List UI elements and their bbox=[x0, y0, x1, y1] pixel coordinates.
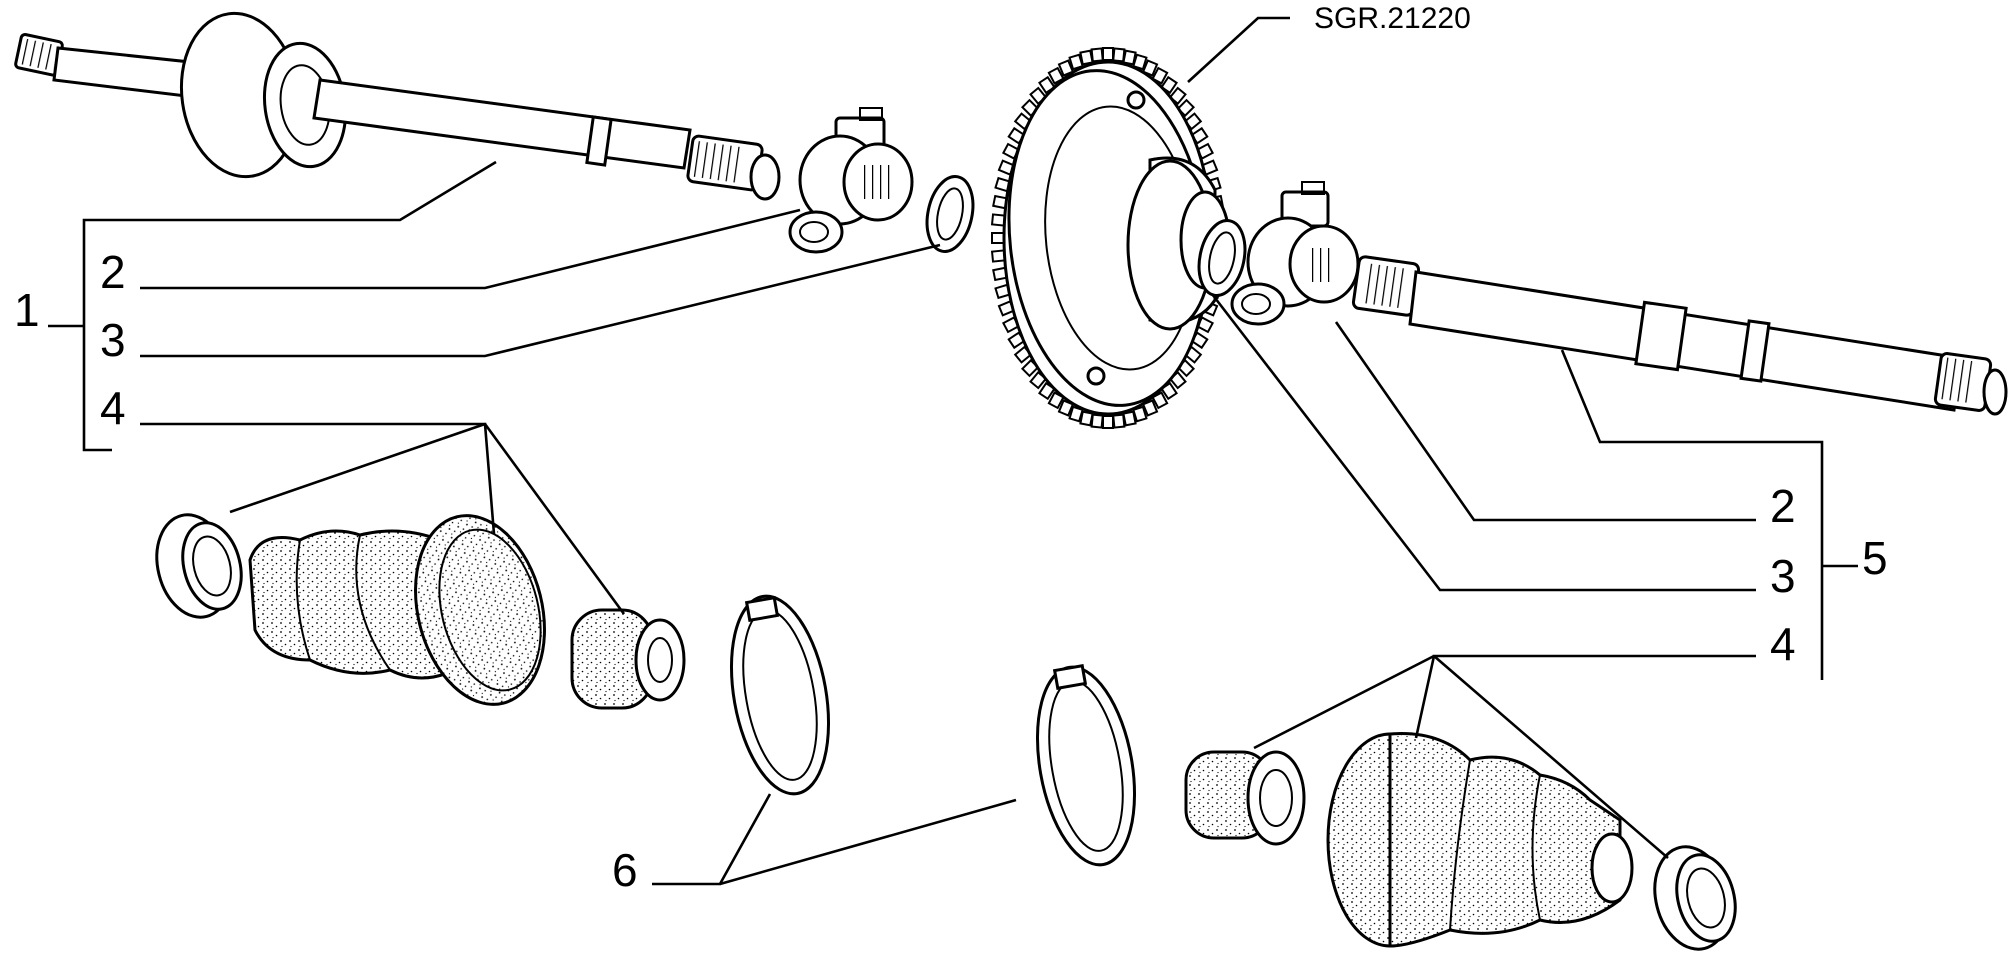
gear-tooth bbox=[1068, 53, 1084, 71]
gear-tooth bbox=[1057, 399, 1075, 417]
gear-tooth bbox=[1132, 405, 1148, 423]
gear-tooth bbox=[991, 232, 1005, 244]
gear-tooth bbox=[1090, 47, 1104, 63]
left-boot-clamp-band bbox=[729, 594, 831, 796]
callout-left-3: 3 bbox=[100, 314, 126, 366]
gear-tooth bbox=[1090, 413, 1104, 429]
differential-crown-gear bbox=[990, 47, 1231, 429]
gear-tooth bbox=[1102, 47, 1114, 61]
right-large-boot bbox=[1326, 732, 1634, 948]
gear-tooth bbox=[1079, 49, 1094, 66]
left-large-boot bbox=[248, 514, 546, 706]
gear-tooth bbox=[1079, 410, 1094, 427]
gear-tooth bbox=[1122, 410, 1137, 427]
left-drive-shaft bbox=[14, 11, 781, 201]
gear-tooth bbox=[1141, 59, 1159, 77]
callout-right-2: 2 bbox=[1770, 480, 1796, 532]
callout-1: 1 bbox=[14, 284, 40, 336]
right-tripod-spider bbox=[1230, 181, 1360, 326]
gear-tooth bbox=[1112, 47, 1126, 63]
gear-tooth bbox=[1122, 49, 1137, 66]
right-drive-shaft bbox=[1351, 255, 2008, 416]
gear-tooth bbox=[1102, 415, 1114, 429]
right-boot-clamp-band bbox=[1035, 663, 1137, 867]
right-small-boot-clamp bbox=[1653, 845, 1737, 951]
gear-tooth bbox=[1132, 53, 1148, 71]
drawing-reference: SGR.21220 bbox=[1314, 2, 1471, 35]
gear-tooth bbox=[1057, 59, 1075, 77]
callout-right-4: 4 bbox=[1770, 618, 1796, 670]
callout-5: 5 bbox=[1862, 532, 1888, 584]
callout-6: 6 bbox=[612, 844, 638, 896]
callout-right-3: 3 bbox=[1770, 550, 1796, 602]
gear-tooth bbox=[1112, 413, 1126, 429]
leader-lines bbox=[48, 16, 1858, 886]
left-inner-boot bbox=[570, 608, 686, 710]
callout-left-4: 4 bbox=[100, 382, 126, 434]
gear-tooth bbox=[1068, 405, 1084, 423]
gear-tooth bbox=[1141, 399, 1159, 417]
callout-left-2: 2 bbox=[100, 246, 126, 298]
left-small-boot-clamp bbox=[155, 513, 243, 619]
right-inner-boot bbox=[1184, 750, 1306, 846]
left-tripod-spider bbox=[788, 107, 914, 254]
left-circlip bbox=[925, 175, 975, 253]
